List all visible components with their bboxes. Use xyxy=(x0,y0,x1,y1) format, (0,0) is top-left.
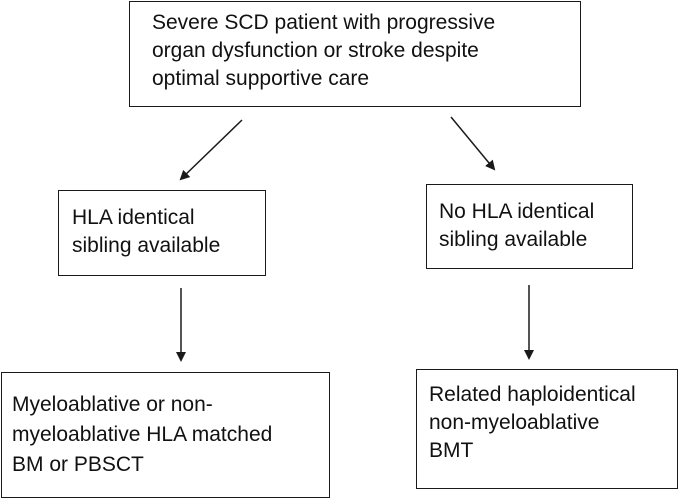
hla-matched-transplant-line-3: BM or PBSCT xyxy=(12,453,144,476)
no-hla-identical-line-1: No HLA identical xyxy=(439,200,595,223)
hla-matched-transplant-line-2: myeloablative HLA matched xyxy=(12,423,273,446)
patient-criteria-box: Severe SCD patient with progressive orga… xyxy=(129,1,581,107)
patient-criteria-line-2: organ dysfunction or stroke despite xyxy=(152,39,479,62)
haploidentical-bmt-line-1: Related haploidentical xyxy=(429,383,636,406)
hla-matched-transplant-box: Myeloablative or non- myeloablative HLA … xyxy=(1,372,330,498)
patient-criteria-line-1: Severe SCD patient with progressive xyxy=(152,11,496,34)
no-hla-identical-sibling-box: No HLA identical sibling available xyxy=(426,184,633,269)
arrow-top-to-left-mid xyxy=(179,119,243,181)
arrow-top-to-right-mid xyxy=(450,116,496,171)
hla-identical-line-2: sibling available xyxy=(72,234,221,257)
haploidentical-bmt-box: Related haploidentical non-myeloablative… xyxy=(416,369,678,489)
hla-matched-transplant-line-1: Myeloablative or non- xyxy=(12,393,213,416)
no-hla-identical-line-2: sibling available xyxy=(439,228,588,251)
haploidentical-bmt-line-3: BMT xyxy=(429,439,474,462)
hla-identical-line-1: HLA identical xyxy=(72,206,195,229)
patient-criteria-line-3: optimal supportive care xyxy=(152,67,370,90)
haploidentical-bmt-line-2: non-myeloablative xyxy=(429,411,600,434)
hla-identical-sibling-box: HLA identical sibling available xyxy=(58,190,266,276)
